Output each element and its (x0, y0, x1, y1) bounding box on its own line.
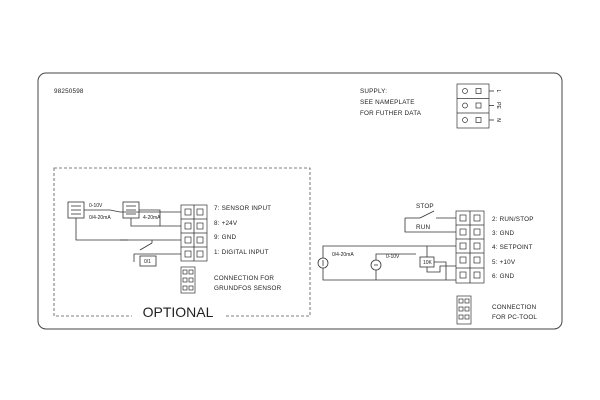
supply-terminal-l: L (495, 90, 501, 93)
grundfos-connection-line-2: GRUNDFOS SENSOR (214, 285, 282, 292)
grundfos-sensor-connector (180, 266, 196, 294)
pc-tool-connector (456, 295, 472, 325)
label-0-10v-sensor: 0-10V (89, 203, 103, 209)
switch-label-stop: STOP (416, 203, 434, 210)
source-label-0-4-20ma: 0/4-20mA (332, 252, 354, 258)
control-terminal-block (455, 210, 485, 284)
grundfos-connection-line-1: CONNECTION FOR (214, 275, 274, 282)
pc-tool-line-2: FOR PC-TOOL (492, 314, 537, 321)
diagram-frame (37, 72, 563, 330)
supply-text: SUPPLY: SEE NAMEPLATE FOR FUTHER DATA (360, 88, 422, 117)
supply-terminal-pe: PE (495, 102, 501, 109)
terminal-1-digital-input: 1: DIGITAL INPUT (214, 249, 269, 256)
part-number: 98250598 (54, 88, 84, 95)
switch-label-run: RUN (416, 224, 430, 231)
setpoint-sources (317, 245, 456, 281)
optional-label-gap (132, 308, 224, 324)
label-0-1-switch: 0/1 (144, 259, 151, 265)
sensor-terminal-block (180, 204, 208, 262)
source-label-0-10v: 0-10V (386, 254, 400, 260)
label-4-20ma-sensor: 4-20mA (143, 215, 161, 221)
label-0-4-20ma-sensor: 0/4-20mA (89, 215, 111, 221)
supply-terminal-block: L PE N (456, 83, 501, 129)
source-label-10k: 10K (423, 260, 433, 266)
supply-line-3: FOR FUTHER DATA (360, 110, 422, 117)
pc-tool-line-1: CONNECTION (492, 304, 537, 311)
terminal-5-10v: 5: +10V (492, 259, 516, 266)
terminal-4-setpoint: 4: SETPOINT (492, 244, 533, 251)
terminal-6-gnd: 6: GND (492, 273, 514, 280)
terminal-9-gnd: 9: GND (214, 234, 236, 241)
supply-line-1: SUPPLY: (360, 88, 387, 95)
supply-terminal-n: N (495, 118, 501, 122)
terminal-2-run-stop: 2: RUN/STOP (492, 216, 534, 223)
sensor-wiring (75, 209, 181, 267)
terminal-8-24v: 8: +24V (214, 220, 238, 227)
terminal-7-sensor-input: 7: SENSOR INPUT (214, 205, 271, 212)
optional-label: OPTIONAL (143, 304, 214, 320)
run-stop-switch (404, 210, 456, 233)
supply-line-2: SEE NAMEPLATE (360, 99, 415, 106)
terminal-3-gnd: 3: GND (492, 230, 514, 237)
